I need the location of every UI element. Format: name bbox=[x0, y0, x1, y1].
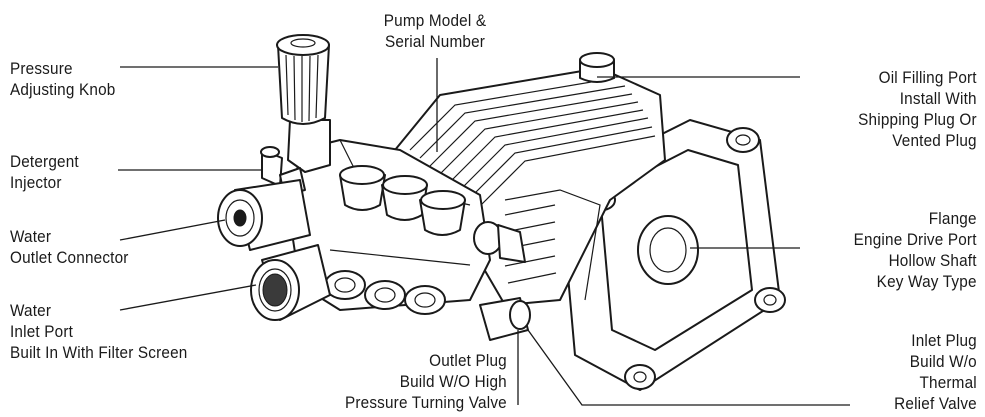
detergent-injector-label: Detergent Injector bbox=[10, 152, 79, 192]
pressure-adjusting-knob bbox=[276, 34, 331, 173]
pressure-knob-label: Pressure Adjusting Knob bbox=[10, 59, 116, 99]
outlet-plug-label: Outlet Plug Build W/O High Pressure Turn… bbox=[345, 351, 507, 412]
water-outlet-connector-label: Water Outlet Connector bbox=[10, 227, 129, 267]
flange-label: Flange Engine Drive Port Hollow Shaft Ke… bbox=[854, 209, 977, 291]
lower-plugs bbox=[324, 270, 446, 315]
water-inlet-port-label: Water Inlet Port Built In With Filter Sc… bbox=[10, 301, 188, 362]
outlet-plug-fitting bbox=[473, 221, 531, 341]
inlet-port bbox=[250, 244, 331, 321]
pump-model-serial-label: Pump Model & Serial Number bbox=[383, 11, 487, 51]
leader-lines bbox=[118, 58, 850, 406]
cooling-fins bbox=[409, 77, 656, 207]
hex-caps bbox=[339, 165, 466, 236]
inlet-plug-label: Inlet Plug Build W/o Thermal Relief Valv… bbox=[894, 331, 977, 413]
outlet-connector bbox=[217, 179, 311, 251]
oil-filling-port-label: Oil Filling Port Install With Shipping P… bbox=[858, 68, 977, 150]
